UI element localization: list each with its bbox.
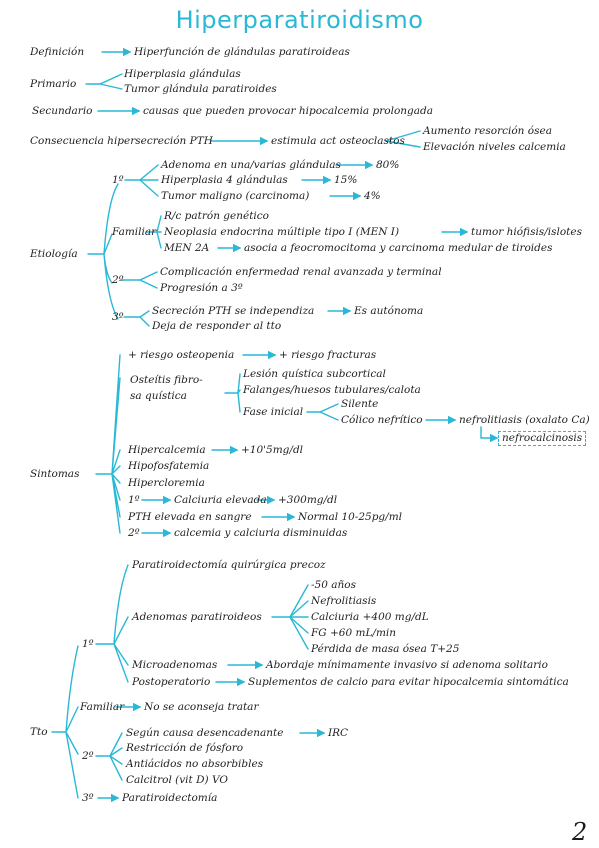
etiologia-3-item: Secreción PTH se independiza [152,305,315,317]
sintomas-item: Hipofosfatemia [128,460,210,472]
adenoma-criterion: Calciuria +400 mg/dL [311,611,429,623]
etiologia-1-pct: 4% [364,190,381,202]
sintomas-item: Hipercloremia [128,477,205,489]
etiologia-familiar-item: Neoplasia endocrina múltiple tipo I (MEN… [164,226,400,238]
tto-label: Tto [30,726,48,738]
definicion-label: Definición [30,46,85,58]
etiologia-men2a-result: asocia a feocromocitoma y carcinoma medu… [244,242,553,254]
osteitis-item: Lesión quística subcortical [243,368,386,380]
tto-3-label: 3º [82,792,94,804]
tto-1-item: Paratiroidectomía quirúrgica precoz [132,559,326,571]
etiologia-1-item: Tumor maligno (carcinoma) [161,190,310,202]
etiologia-3-item: Deja de responder al tto [152,320,282,332]
adenoma-criterion: Nefrolitiasis [311,595,377,607]
definicion-value: Hiperfunción de glándulas paratiroideas [134,46,350,58]
sintomas-item: Hipercalcemia [128,444,206,456]
primario-item: Hiperplasia glándulas [124,68,241,80]
etiologia-3-result: Es autónoma [354,305,424,317]
nefrocalcinosis-box: nefrocalcinosis [498,431,587,446]
etiologia-familiar-item: R/c patrón genético [164,210,269,222]
etiologia-1-pct: 15% [334,174,358,186]
tto-2-item: Calcitrol (vit D) VO [126,774,228,786]
sintomas-item: calcemia y calciuria disminuidas [174,527,348,539]
secundario-value: causas que pueden provocar hipocalcemia … [143,105,433,117]
adenoma-criterion: FG +60 mL/min [311,627,397,639]
consecuencia-item: Elevación niveles calcemia [423,141,566,153]
nefrolitiasis: nefrolitiasis (oxalato Ca) [459,414,590,426]
tto-2-item: Restricción de fósforo [126,742,244,754]
adenoma-criterion: -50 años [311,579,356,591]
sintomas-item: 1º [128,494,140,506]
tto-familiar-value: No se aconseja tratar [144,701,259,713]
etiologia-label: Etiología [30,248,78,260]
tto-2-irc: IRC [328,727,349,739]
sintomas-value: +300mg/dl [278,494,338,506]
tto-1-item: Postoperatorio [132,676,211,688]
etiologia-1-item: Hiperplasia 4 glándulas [161,174,288,186]
sintomas-fracturas: + riesgo fracturas [279,349,377,361]
fase-item: Cólico nefrítico [341,414,423,426]
etiologia-familiar-item: MEN 2A [164,242,210,254]
sintomas-item: Calciuria elevada [174,494,267,506]
osteitis-label: Osteítis fibro- [130,374,203,386]
etiologia-2-label: 2º [112,274,124,286]
page-title: Hiperparatiroidismo [175,6,424,34]
tto-familiar-label: Familiar [80,701,125,713]
sintomas-value: +10'5mg/dl [241,444,304,456]
tto-1-value: Suplementos de calcio para evitar hipoca… [248,676,569,688]
tto-2-label: 2º [82,750,94,762]
etiologia-3-label: 3º [112,311,124,323]
primario-item: Tumor glándula paratiroides [124,83,277,95]
tto-2-item: Según causa desencadenante [126,727,284,739]
etiologia-familiar-label: Familiar [112,226,157,238]
tto-2-item: Antiácidos no absorbibles [126,758,264,770]
consecuencia-label: Consecuencia hipersecreción PTH [30,135,213,147]
etiologia-1-pct: 80% [376,159,400,171]
consecuencia-value: estimula act osteoclastos [271,135,405,147]
osteitis-item: Falanges/huesos tubulares/calota [243,384,421,396]
tto-1-label: 1º [82,638,94,650]
sintomas-osteopenia: + riesgo osteopenia [128,349,235,361]
tto-1-item: Microadenomas [132,659,218,671]
sintomas-item: 2º [128,527,140,539]
adenoma-criterion: Pérdida de masa ósea T+25 [311,643,460,655]
sintomas-item: PTH elevada en sangre [128,511,252,523]
etiologia-2-item: Complicación enfermedad renal avanzada y… [160,266,442,278]
tto-3-value: Paratiroidectomía [122,792,218,804]
osteitis-label: sa quística [130,390,187,402]
primario-label: Primario [30,78,77,90]
etiologia-men1-result: tumor hiófisis/islotes [471,226,582,238]
tto-1-item: Adenomas paratiroideos [132,611,262,623]
tto-1-value: Abordaje mínimamente invasivo si adenoma… [266,659,548,671]
etiologia-1-item: Adenoma en una/varias glándulas [161,159,341,171]
osteitis-item: Fase inicial [243,406,304,418]
consecuencia-item: Aumento resorción ósea [423,125,552,137]
sintomas-label: Sintomas [30,468,80,480]
etiologia-2-item: Progresión a 3º [160,282,243,294]
secundario-label: Secundario [32,105,93,117]
page-number: 2 [572,818,588,846]
etiologia-1-label: 1º [112,174,124,186]
fase-item: Silente [341,398,379,410]
sintomas-value: Normal 10-25pg/ml [298,511,403,523]
